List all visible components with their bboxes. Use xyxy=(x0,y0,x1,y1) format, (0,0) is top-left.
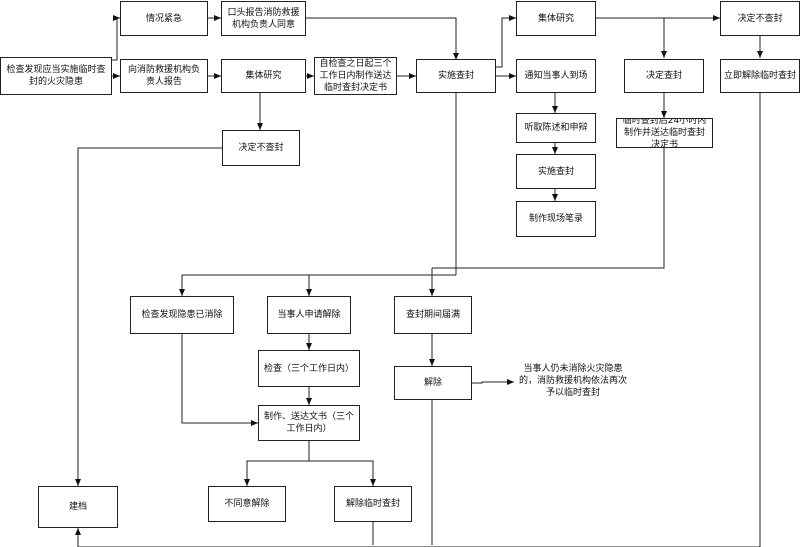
node-urgent: 情况紧急 xyxy=(120,1,208,36)
node-report-head: 向消防救援机构负责人报告 xyxy=(120,59,208,93)
node-period-expired: 查封期间届满 xyxy=(394,296,472,334)
edge-start-urgent xyxy=(112,15,120,61)
node-collective-1: 集体研究 xyxy=(221,59,306,93)
node-implement-seal: 实施查封 xyxy=(416,59,496,93)
edge-release-note xyxy=(472,379,514,385)
node-not-seal-left: 决定不查封 xyxy=(222,130,300,166)
edge-notseal-archive xyxy=(75,147,222,486)
node-release: 解除 xyxy=(394,366,472,400)
node-check-found: 检查发现应当实施临时查封的火灾隐患 xyxy=(0,57,112,95)
node-collective-2: 集体研究 xyxy=(516,1,596,36)
node-lift-immediately: 立即解除临时查封 xyxy=(720,59,800,93)
node-oral-report: 口头报告消防救援机构负责人同意 xyxy=(221,1,306,36)
node-hazard-cleared: 检查发现隐患已消除 xyxy=(130,296,234,334)
node-archive: 建档 xyxy=(38,486,118,528)
node-not-seal-top: 决定不查封 xyxy=(720,1,800,36)
node-hear-statement: 听取陈述和申辩 xyxy=(516,113,596,143)
bus-horizontal xyxy=(179,274,456,296)
node-make-decision-3days: 自检查之日起三个工作日内制作送达临时查封决定书 xyxy=(314,57,397,95)
node-not-agree-release: 不同意解除 xyxy=(208,486,286,522)
edge-implement-collective2 xyxy=(496,15,516,68)
node-make-record: 制作现场笔录 xyxy=(516,201,596,237)
node-inspect-3days: 检查（三个工作日内） xyxy=(258,350,360,387)
node-decide-seal: 决定查封 xyxy=(624,59,704,93)
edge-deliver-branch xyxy=(244,441,310,486)
note-reseal: 当事人仍未消除火灾隐患的，消防救援机构依法再次予以临时查封 xyxy=(518,364,627,398)
edge-24h-down xyxy=(432,148,665,269)
node-release-seal: 解除临时查封 xyxy=(334,486,412,522)
node-make-deliver-doc: 制作、送达文书（三个工作日内） xyxy=(258,405,360,441)
node-deliver-24h: 临时查封后24小时内制作并送达临时查封决定书 xyxy=(616,118,713,148)
node-notify-party: 通知当事人到场 xyxy=(516,59,596,93)
edge-cleared-deliver xyxy=(181,334,258,426)
edge-return-bottom xyxy=(75,93,761,547)
node-party-apply: 当事人申请解除 xyxy=(267,296,351,334)
edge-deliver-release xyxy=(309,460,376,486)
node-implement-seal-2: 实施查封 xyxy=(516,154,596,189)
edge-oral-implement xyxy=(306,17,459,60)
